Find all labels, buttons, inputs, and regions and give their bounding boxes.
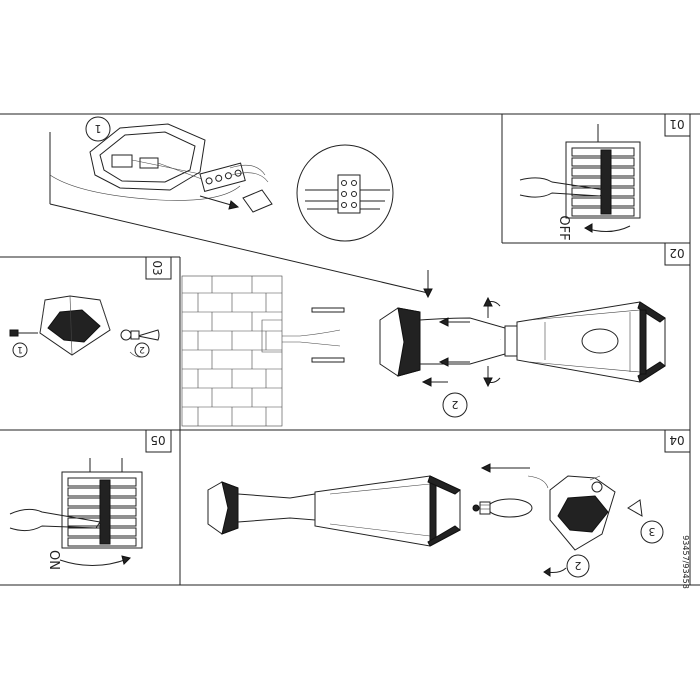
step-number-1: 1 — [17, 344, 23, 354]
step-number-1-hidden: 1 — [500, 339, 501, 341]
step-number-2: 2 — [452, 398, 459, 411]
panel-02-wall-mounting: 02 — [181, 242, 691, 427]
panel-number-03: 03 — [150, 260, 164, 275]
panel-number-05: 05 — [150, 433, 165, 447]
step-number-2: 2 — [575, 559, 582, 572]
panel-number-04: 04 — [669, 433, 684, 447]
panel-number-02: 02 — [669, 246, 684, 260]
switch-state-on: ON — [46, 550, 61, 570]
wall-plugs — [311, 307, 345, 363]
lamp-assembled — [207, 475, 461, 547]
screw-icon — [9, 329, 38, 337]
step-number-1: 1 — [95, 122, 102, 135]
breaker-switch-row — [571, 147, 635, 217]
lamp-head-top — [549, 475, 643, 551]
panel-number-01: 01 — [669, 117, 684, 131]
breaker-switch-row — [67, 477, 137, 547]
switch-state-off: OFF — [556, 215, 571, 240]
panel-03-lamp-head: 03 1 2 — [9, 256, 172, 358]
step-number-3: 3 — [649, 525, 656, 538]
brick-wall — [181, 275, 283, 427]
light-bulb-icon — [472, 498, 533, 518]
junction-box-illustration: 1 — [49, 116, 429, 294]
hand-icon — [9, 508, 101, 532]
panel-05-switch-on: 05 ON — [9, 429, 172, 570]
panel-01-switch-off: 01 OFF — [519, 113, 691, 241]
panel-04-bulb-insertion: 04 3 — [207, 429, 691, 578]
step-number-2: 2 — [139, 344, 145, 354]
hand-icon — [519, 177, 606, 198]
part-code: 93457/93458 — [681, 535, 690, 589]
panel-frame — [0, 113, 700, 586]
lamp-on-wall-bracket — [379, 301, 666, 383]
light-bulb-icon — [120, 329, 160, 341]
wiring-detail-zoom — [296, 144, 394, 242]
